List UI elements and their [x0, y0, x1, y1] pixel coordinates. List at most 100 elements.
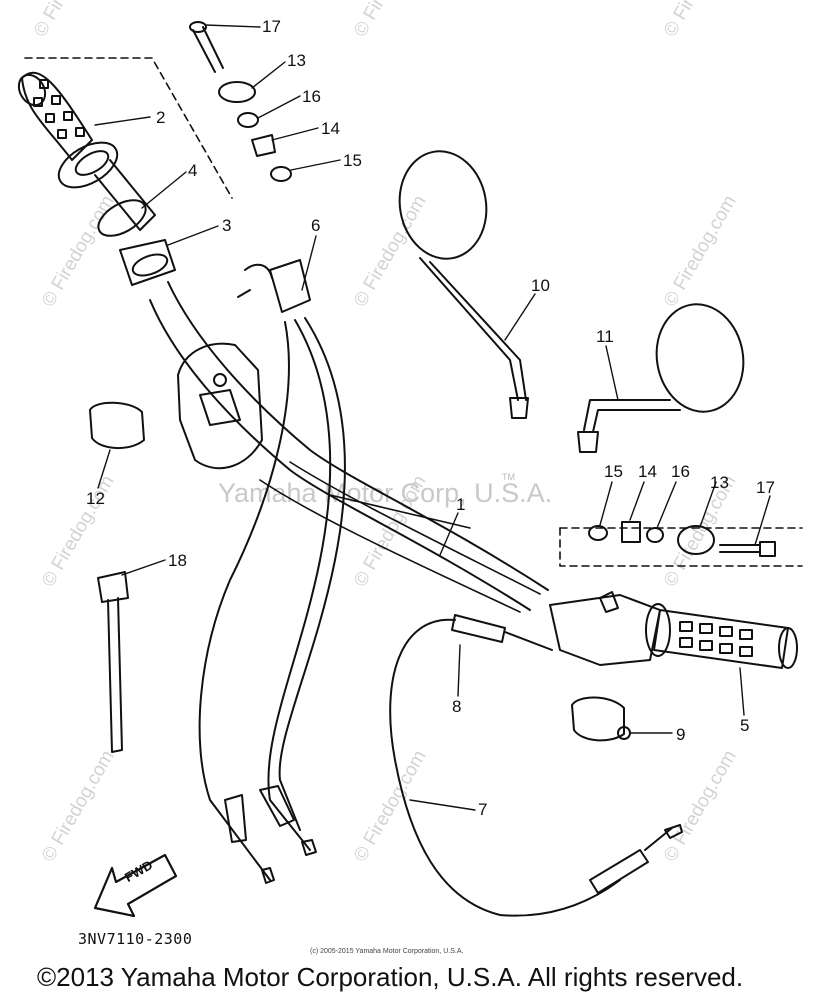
- lever-holder: [549, 594, 661, 666]
- left-switch-housing: [177, 342, 263, 470]
- cable-fitting: [237, 263, 273, 298]
- leader-line: [656, 481, 677, 529]
- handlebar-crossbar: [329, 494, 471, 529]
- bushing-16-right: [646, 527, 664, 543]
- copyright-notice: ©2013 Yamaha Motor Corporation, U.S.A. A…: [37, 962, 744, 992]
- leader-line: [457, 644, 461, 697]
- trademark-mark: TM: [502, 472, 515, 482]
- clutch-cable-end: [644, 824, 683, 851]
- switch-12: [89, 401, 145, 449]
- callout-10: 10: [531, 276, 550, 295]
- callout-17: 17: [262, 17, 281, 36]
- leader-line: [251, 61, 286, 89]
- callout-6: 6: [311, 216, 321, 235]
- callout-8: 8: [452, 697, 462, 716]
- small-copyright: (c) 2005-2015 Yamaha Motor Corporation, …: [310, 948, 464, 955]
- housing-screw: [213, 373, 227, 387]
- switch-9: [571, 696, 625, 742]
- clutch-cable-end: [589, 849, 649, 894]
- callout-17: 17: [756, 478, 775, 497]
- callout-2: 2: [156, 108, 166, 127]
- callout-12: 12: [86, 489, 105, 508]
- mirror-10: [398, 150, 488, 260]
- lever-holder-detail: [599, 591, 619, 613]
- handlebar-tube: [149, 299, 531, 611]
- callout-7: 7: [478, 800, 488, 819]
- callout-18: 18: [168, 551, 187, 570]
- leader-line: [605, 345, 619, 401]
- callout-14: 14: [321, 119, 340, 138]
- callout-16: 16: [302, 87, 321, 106]
- grip-holder-ring: [131, 253, 169, 277]
- leader-line: [97, 449, 111, 489]
- mirror-11-stem: [583, 399, 681, 433]
- nut-15-right: [588, 525, 608, 541]
- callout-1: 1: [456, 495, 466, 514]
- fwd-arrow: [93, 853, 178, 918]
- bolt-17-right: [719, 541, 776, 557]
- washer-13-right: [677, 525, 715, 555]
- leader-line: [271, 127, 319, 141]
- left-switch-housing-detail: [199, 389, 241, 426]
- leader-line: [699, 481, 717, 528]
- leader-line: [121, 559, 166, 576]
- handlebar-crossbar: [289, 461, 541, 595]
- cable-end: [259, 785, 295, 827]
- leader-line: [167, 225, 219, 246]
- cable-tie: [97, 571, 129, 603]
- leader-line: [290, 159, 341, 171]
- mirror-11: [655, 303, 745, 413]
- washer-13-top: [218, 81, 256, 103]
- callout-16: 16: [671, 462, 690, 481]
- handlebar-tube: [167, 281, 549, 591]
- clutch-cable: [389, 618, 621, 917]
- leader-line: [439, 512, 459, 556]
- mirror-10-stem: [419, 257, 527, 401]
- callout-4: 4: [188, 161, 198, 180]
- leader-line: [504, 293, 536, 341]
- leader-line: [409, 799, 476, 811]
- leader-line: [257, 95, 301, 119]
- grip-holder: [119, 239, 176, 286]
- leader-line: [629, 481, 645, 521]
- callout-11: 11: [596, 327, 614, 346]
- throttle-cable: [198, 321, 290, 881]
- cable-end: [224, 794, 247, 843]
- throttle-cable: [278, 317, 346, 831]
- center-watermark: Yamaha Motor Corp, U.S.A.: [218, 478, 553, 508]
- callout-15: 15: [343, 151, 362, 170]
- cable-end-tip: [301, 839, 317, 856]
- right-grip: [645, 603, 798, 669]
- throttle-cable: [267, 319, 332, 851]
- callout-13: 13: [287, 51, 306, 70]
- bushing-14-top: [251, 134, 276, 157]
- collar: [97, 199, 147, 237]
- callout-5: 5: [740, 716, 750, 735]
- leader-line: [739, 667, 745, 716]
- callout-13: 13: [710, 473, 729, 492]
- leader-line: [599, 481, 613, 526]
- bolt-17-top: [189, 21, 224, 73]
- callout-9: 9: [676, 725, 686, 744]
- cable-fitting: [269, 259, 311, 313]
- mirror-11-thread: [577, 431, 599, 453]
- bushing-16-top: [237, 112, 259, 128]
- clutch-cable-adjuster: [451, 614, 506, 643]
- handlebar-crossbar: [259, 479, 521, 613]
- leader-line: [754, 495, 771, 546]
- cable-end-tip: [261, 867, 275, 884]
- nut-15-top: [270, 166, 292, 182]
- leader-line: [141, 171, 187, 209]
- diagram-code: 3NV7110-2300: [78, 930, 193, 948]
- callout-14: 14: [638, 462, 657, 481]
- mirror-10-thread: [509, 397, 529, 419]
- leader-line: [301, 235, 317, 291]
- group-bracket-left: [24, 57, 233, 199]
- group-bracket-right: [559, 527, 803, 567]
- callout-15: 15: [604, 462, 623, 481]
- left-grip: [17, 71, 156, 231]
- cable-tie: [107, 597, 123, 753]
- callout-3: 3: [222, 216, 232, 235]
